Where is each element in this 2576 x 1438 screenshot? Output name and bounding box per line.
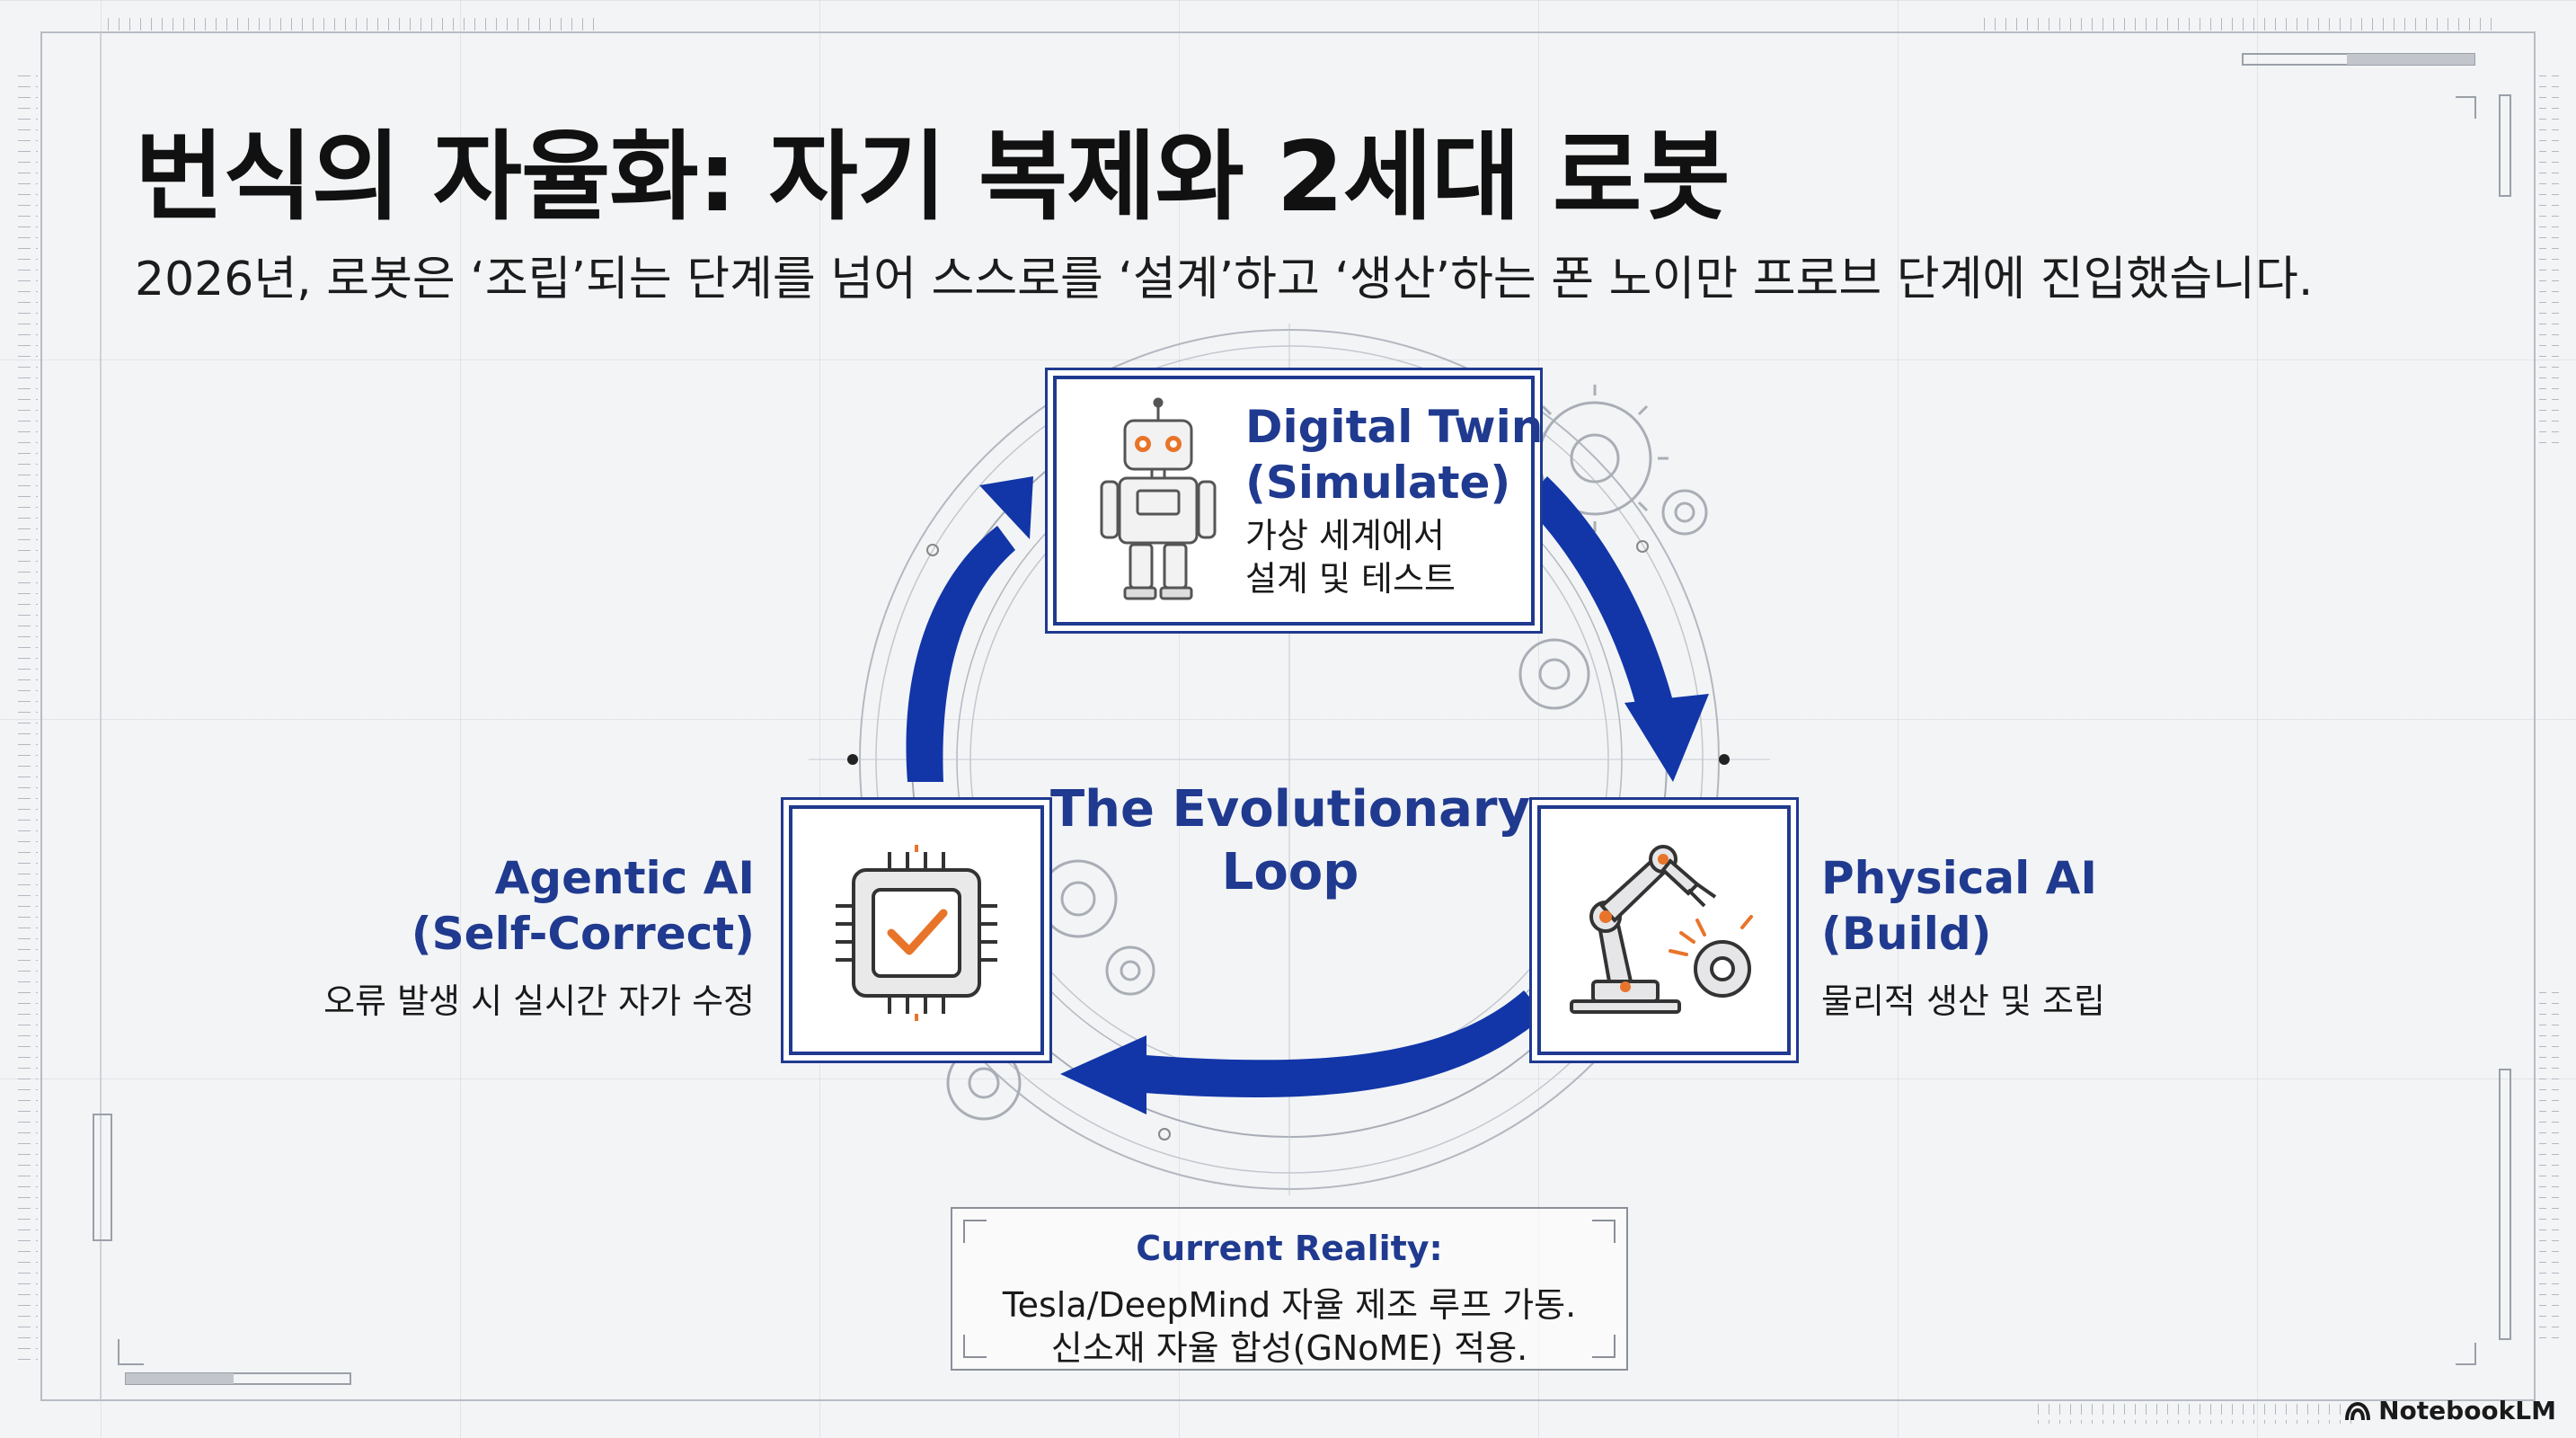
brand-label: NotebookLM: [2378, 1396, 2556, 1425]
robot-icon: [1100, 397, 1217, 600]
node-title-line: Digital Twin: [1245, 401, 1544, 453]
node-title: Digital Twin (Simulate): [1245, 399, 1543, 510]
page-title: 번식의 자율화: 자기 복제와 2세대 로봇: [135, 121, 1731, 234]
physical-description: 물리적 생산 및 조립: [1821, 981, 2105, 1021]
corner-bracket: [963, 1335, 987, 1358]
node-title-line: Physical AI: [1821, 852, 2097, 904]
current-reality-box: Current Reality: Tesla/DeepMind 자율 제조 루프…: [951, 1207, 1628, 1371]
notebooklm-branding: NotebookLM: [2344, 1396, 2556, 1425]
loop-center-label: The Evolutionary Loop: [1049, 780, 1531, 901]
chip-check-icon: [836, 845, 997, 1021]
robot-arm-icon: [1570, 845, 1753, 1014]
node-title-line: (Build): [1821, 908, 1992, 960]
node-title-line: Agentic AI: [494, 852, 755, 904]
node-physical-ai: [1529, 797, 1799, 1063]
node-digital-twin: Digital Twin (Simulate) 가상 세계에서 설계 및 테스트: [1045, 368, 1543, 634]
node-desc-line: 설계 및 테스트: [1245, 559, 1456, 599]
physical-title: Physical AI (Build): [1821, 850, 2097, 962]
node-agentic-ai: [781, 797, 1052, 1063]
page-subtitle: 2026년, 로봇은 ‘조립’되는 단계를 넘어 스스로를 ‘설계’하고 ‘생산…: [135, 253, 2314, 306]
corner-bracket: [963, 1220, 987, 1243]
node-desc-line: 가상 세계에서: [1245, 516, 1445, 555]
agentic-description: 오류 발생 시 실시간 자가 수정: [323, 981, 755, 1021]
notebooklm-logo-icon: [2345, 1401, 2371, 1420]
node-title-line: (Simulate): [1245, 457, 1511, 509]
reality-title: Current Reality:: [1136, 1229, 1443, 1268]
node-description: 가상 세계에서 설계 및 테스트: [1245, 514, 1456, 600]
node-title-line: (Self-Correct): [411, 908, 755, 960]
reality-line: Tesla/DeepMind 자율 제조 루프 가동.: [1002, 1285, 1577, 1325]
corner-bracket: [1592, 1335, 1616, 1358]
reality-line: 신소재 자율 합성(GNoME) 적용.: [1050, 1328, 1528, 1368]
corner-bracket: [1592, 1220, 1616, 1243]
agentic-title: Agentic AI (Self-Correct): [412, 850, 755, 962]
